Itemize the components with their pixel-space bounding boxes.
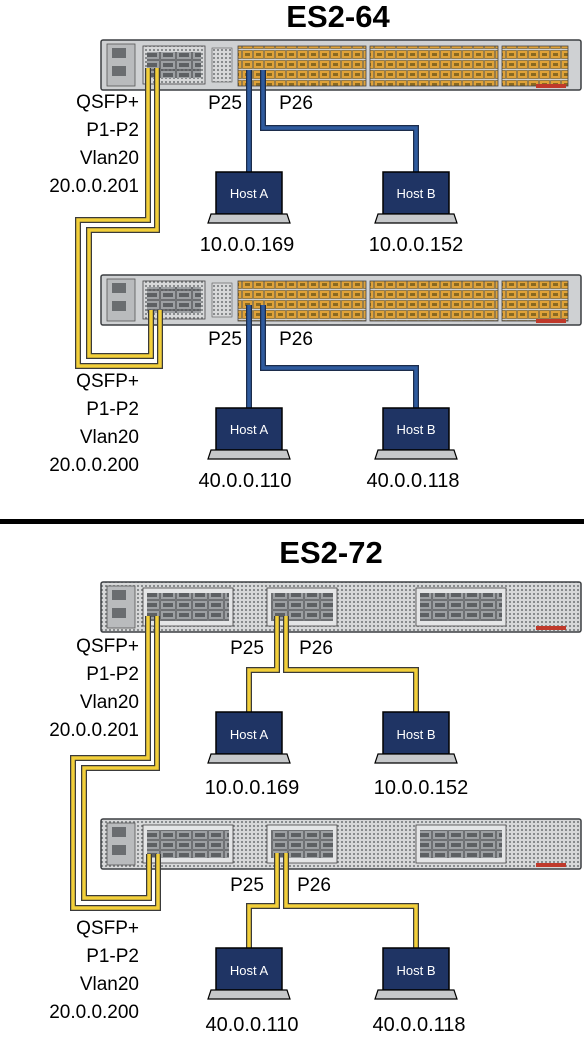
section-divider (0, 519, 584, 524)
svg-text:Host A: Host A (230, 422, 269, 437)
host-ip: 40.0.0.118 (372, 1014, 465, 1036)
host-cable (246, 70, 419, 408)
host-ip: 10.0.0.152 (374, 777, 469, 799)
svg-text:Host B: Host B (396, 727, 435, 742)
svg-text:Vlan20: Vlan20 (80, 692, 139, 713)
svg-text:P1-P2: P1-P2 (86, 399, 139, 420)
port-label-p25: P25 (230, 638, 264, 659)
port-label-p25: P25 (208, 329, 242, 350)
svg-text:Host B: Host B (396, 186, 435, 201)
qsfp-cable (70, 616, 161, 911)
host-a-icon: Host A (207, 171, 291, 224)
svg-text:Host A: Host A (230, 963, 269, 978)
host-cable (246, 616, 419, 948)
switch-es2-64-lower (100, 274, 582, 326)
switch-es2-64-upper (100, 39, 582, 91)
host-b-icon: Host B (374, 947, 458, 1000)
svg-text:Vlan20: Vlan20 (80, 974, 139, 995)
host-ip: 10.0.0.152 (369, 234, 464, 256)
svg-text:Vlan20: Vlan20 (80, 148, 139, 169)
qsfp-label-lower: QSFP+ P1-P2 Vlan20 20.0.0.200 (49, 371, 139, 476)
qsfp-label-upper: QSFP+ P1-P2 Vlan20 20.0.0.201 (49, 92, 139, 197)
host-ip: 40.0.0.110 (198, 470, 291, 492)
host-ip: 10.0.0.169 (205, 777, 300, 799)
svg-text:QSFP+: QSFP+ (76, 371, 139, 392)
host-b-icon: Host B (374, 171, 458, 224)
port-label-p25: P25 (230, 875, 264, 896)
section-title: ES2-64 (286, 0, 390, 34)
svg-text:P1-P2: P1-P2 (86, 120, 139, 141)
svg-text:QSFP+: QSFP+ (76, 636, 139, 657)
svg-text:20.0.0.201: 20.0.0.201 (49, 176, 139, 197)
svg-text:Host A: Host A (230, 186, 269, 201)
host-ip: 10.0.0.169 (200, 234, 295, 256)
host-a-icon: Host A (207, 407, 291, 460)
qsfp-label-lower: QSFP+ P1-P2 Vlan20 20.0.0.200 (49, 918, 139, 1023)
host-a-icon: Host A (207, 711, 291, 764)
switch-es2-72-lower (100, 818, 582, 870)
host-b-icon: Host B (374, 711, 458, 764)
svg-text:Host B: Host B (396, 963, 435, 978)
port-label-p26: P26 (279, 329, 313, 350)
svg-text:QSFP+: QSFP+ (76, 918, 139, 939)
svg-text:P1-P2: P1-P2 (86, 664, 139, 685)
port-label-p25: P25 (208, 93, 242, 114)
svg-text:QSFP+: QSFP+ (76, 92, 139, 113)
section-es2-64: ES2-64 (49, 0, 582, 492)
port-label-p26: P26 (279, 93, 313, 114)
svg-text:P1-P2: P1-P2 (86, 946, 139, 967)
svg-text:20.0.0.201: 20.0.0.201 (49, 720, 139, 741)
svg-text:20.0.0.200: 20.0.0.200 (49, 1002, 139, 1023)
qsfp-label-upper: QSFP+ P1-P2 Vlan20 20.0.0.201 (49, 636, 139, 741)
section-title: ES2-72 (279, 535, 382, 570)
host-a-icon: Host A (207, 947, 291, 1000)
svg-text:Host A: Host A (230, 727, 269, 742)
svg-text:20.0.0.200: 20.0.0.200 (49, 455, 139, 476)
host-ip: 40.0.0.110 (205, 1014, 298, 1036)
port-label-p26: P26 (297, 875, 331, 896)
port-label-p26: P26 (299, 638, 333, 659)
svg-text:Host B: Host B (396, 422, 435, 437)
svg-text:Vlan20: Vlan20 (80, 427, 139, 448)
host-b-icon: Host B (374, 407, 458, 460)
section-es2-72: ES2-72 (49, 535, 582, 1036)
switch-es2-72-upper (100, 581, 582, 633)
host-ip: 40.0.0.118 (366, 470, 459, 492)
qsfp-cable (75, 68, 163, 369)
